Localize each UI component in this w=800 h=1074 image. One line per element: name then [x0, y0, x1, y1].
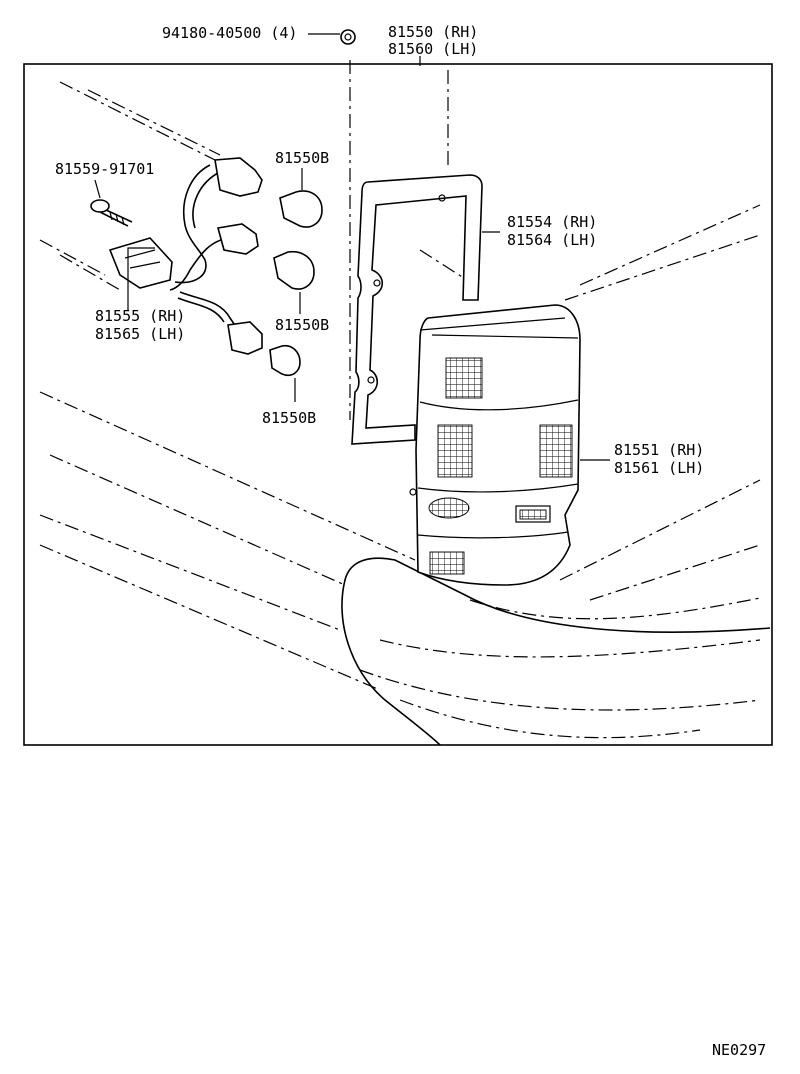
- label-screw: 81559-91701: [55, 160, 154, 178]
- label-bulb-mid: 81550B: [275, 316, 329, 334]
- lens-assembly: [409, 304, 581, 586]
- leader-lines: [94, 33, 610, 461]
- bumper-outline: [341, 557, 771, 746]
- label-lens-rh: 81551 (RH): [614, 441, 704, 459]
- label-lens-lh: 81561 (LH): [614, 459, 704, 477]
- label-gasket-rh: 81554 (RH): [507, 213, 597, 231]
- vehicle-body-lines: [39, 60, 761, 739]
- label-nut: 94180-40500 (4): [162, 24, 297, 42]
- part-labels: 94180-40500 (4) 81550 (RH) 81560 (LH) 81…: [55, 23, 766, 1059]
- label-socket-rh: 81555 (RH): [95, 307, 185, 325]
- label-bulb-bottom: 81550B: [262, 409, 316, 427]
- label-lamp-lh: 81560 (LH): [388, 40, 478, 58]
- gasket: [351, 174, 483, 445]
- bulbs: [269, 190, 323, 377]
- label-lamp-rh: 81550 (RH): [388, 23, 478, 41]
- screw: [90, 199, 133, 227]
- label-gasket-lh: 81564 (LH): [507, 231, 597, 249]
- label-bulb-top: 81550B: [275, 149, 329, 167]
- diagram-frame: [23, 63, 773, 746]
- diagram-code: NE0297: [712, 1041, 766, 1059]
- label-socket-lh: 81565 (LH): [95, 325, 185, 343]
- socket-harness: [108, 157, 263, 355]
- nut: [340, 29, 356, 45]
